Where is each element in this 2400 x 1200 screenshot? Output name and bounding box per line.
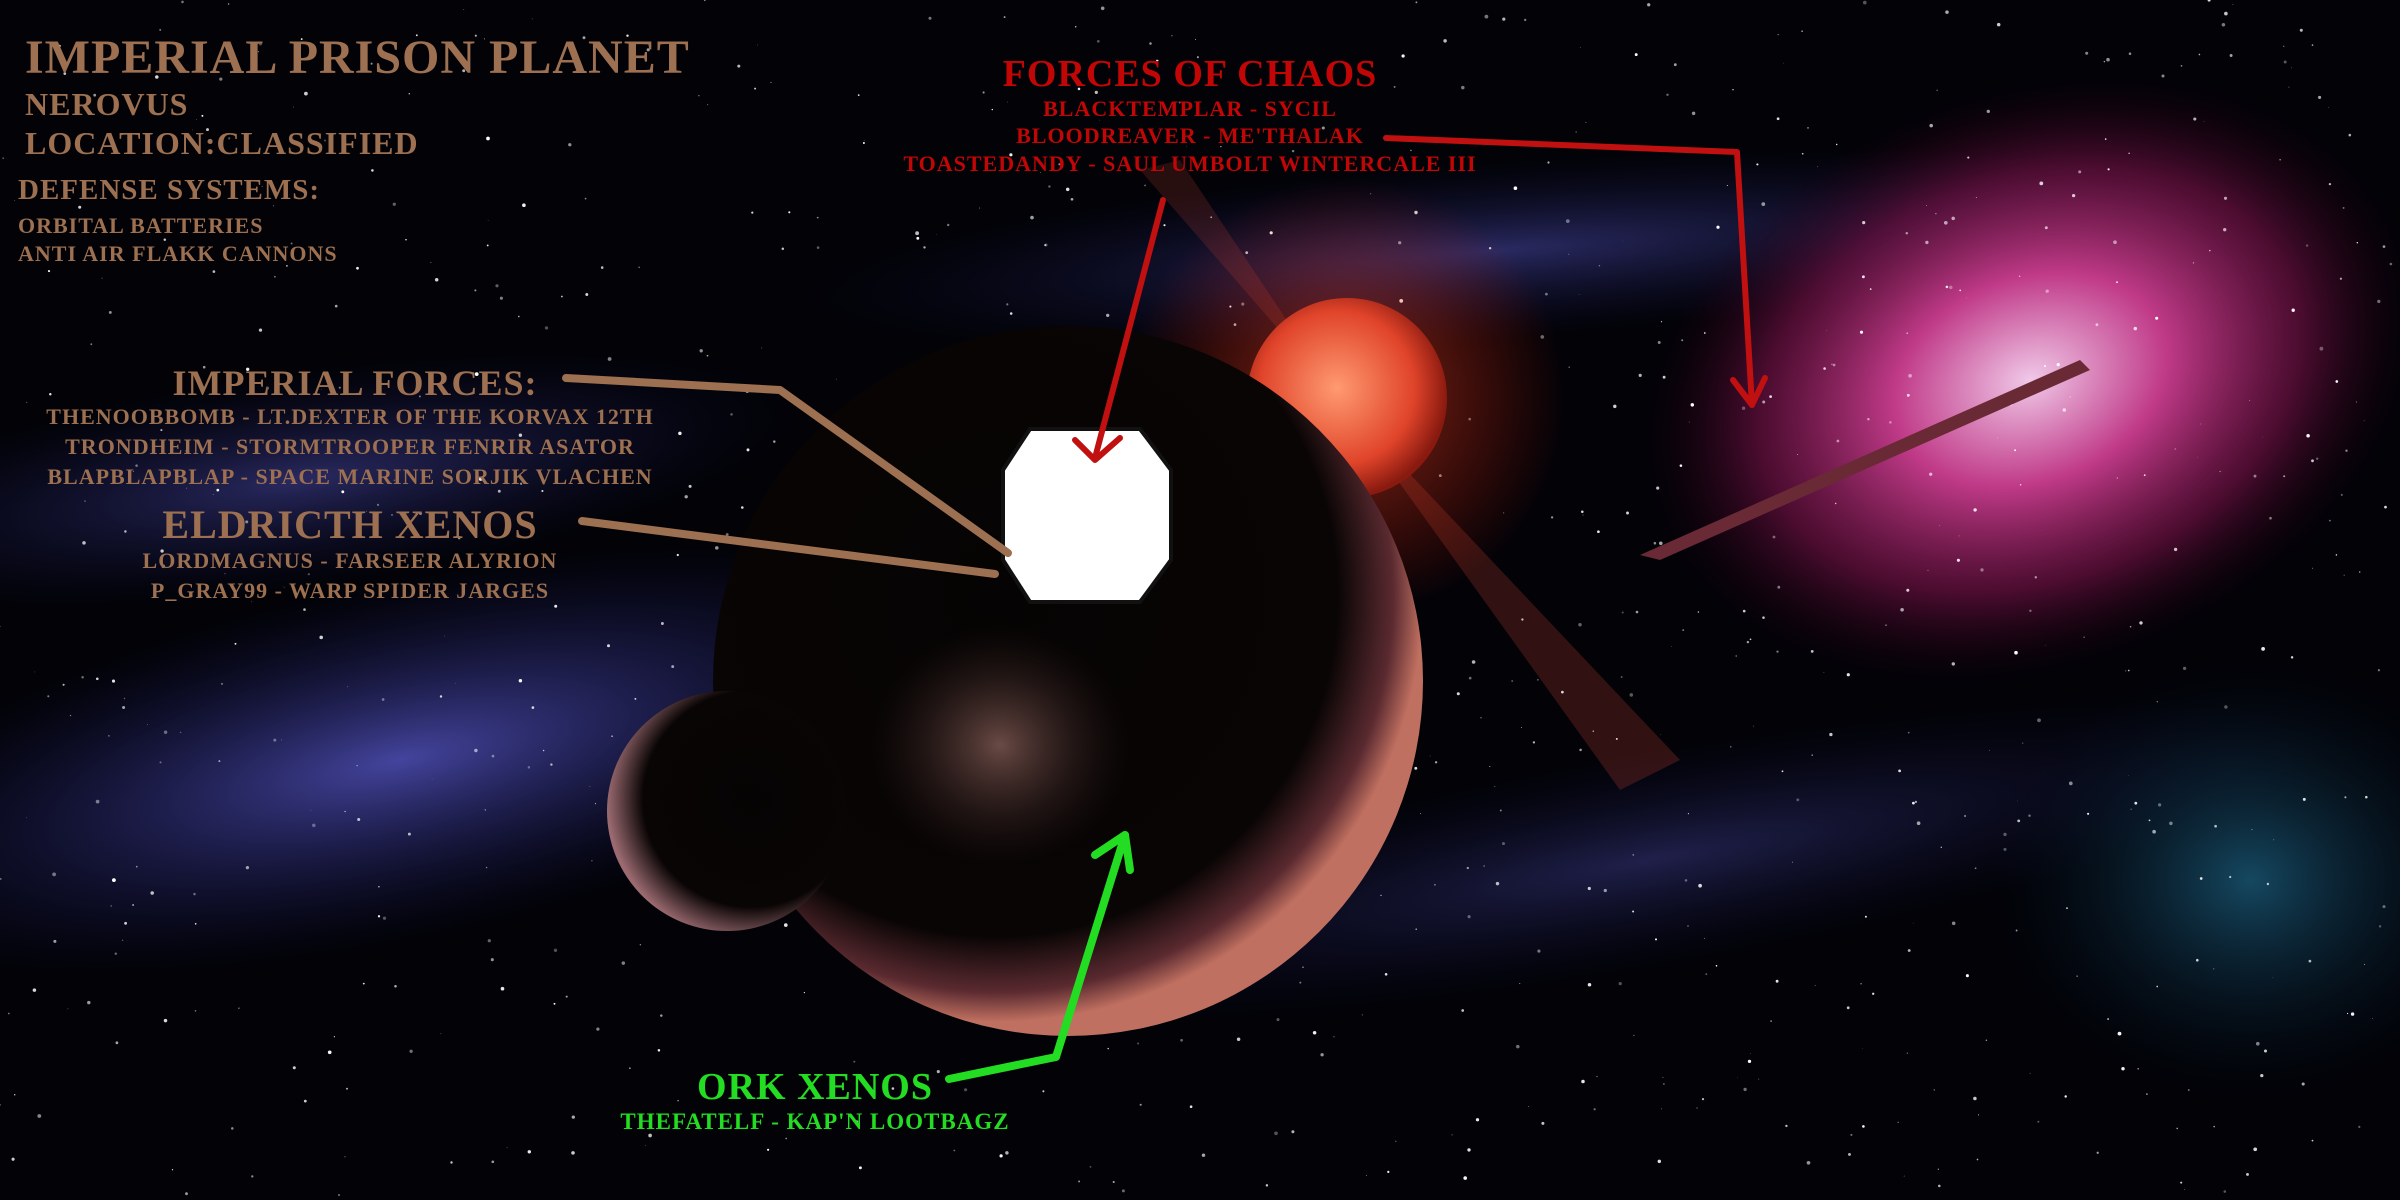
imperial-member: Trondheim - Stormtrooper Fenrir Asator [65, 434, 635, 459]
eldritch-xenos-heading: Eldricth Xenos [162, 502, 538, 547]
ork-xenos-heading: Ork Xenos [697, 1066, 933, 1108]
prison-site-marker [1001, 427, 1173, 604]
chaos-ship [1640, 360, 2090, 560]
defense-item: Anti Air Flakk Cannons [18, 241, 338, 266]
planet-name: Nerovus [25, 86, 189, 122]
chaos-member: BlackTemplar - Sycil [1043, 96, 1337, 121]
defense-item: Orbital Batteries [18, 213, 264, 238]
imperial-member: BlapBlapBlap - Space Marine Sorjik Vlach… [47, 464, 653, 489]
chaos-member: ToasteDandy - Saul Umbolt Wintercale III [903, 151, 1477, 176]
chaos-heading: Forces of Chaos [1002, 53, 1378, 95]
imperial-forces-heading: Imperial Forces: [172, 363, 538, 403]
defense-heading: Defense Systems: [18, 174, 321, 206]
chaos-member: BloodReaver - Me'thalak [1016, 123, 1364, 148]
planet-title: Imperial Prison Planet [25, 31, 690, 84]
planet-location: Location:Classified [25, 125, 419, 161]
eldritch-member: LordMagnus - Farseer Alyrion [142, 548, 558, 573]
moon [607, 691, 847, 931]
ork-member: TheFatElf - Kap'n Lootbagz [620, 1109, 1010, 1134]
imperial-member: TheNoobBomb - Lt.Dexter of the Korvax 12… [46, 404, 654, 429]
eldritch-member: P_Gray99 - Warp Spider Jarges [150, 578, 550, 603]
